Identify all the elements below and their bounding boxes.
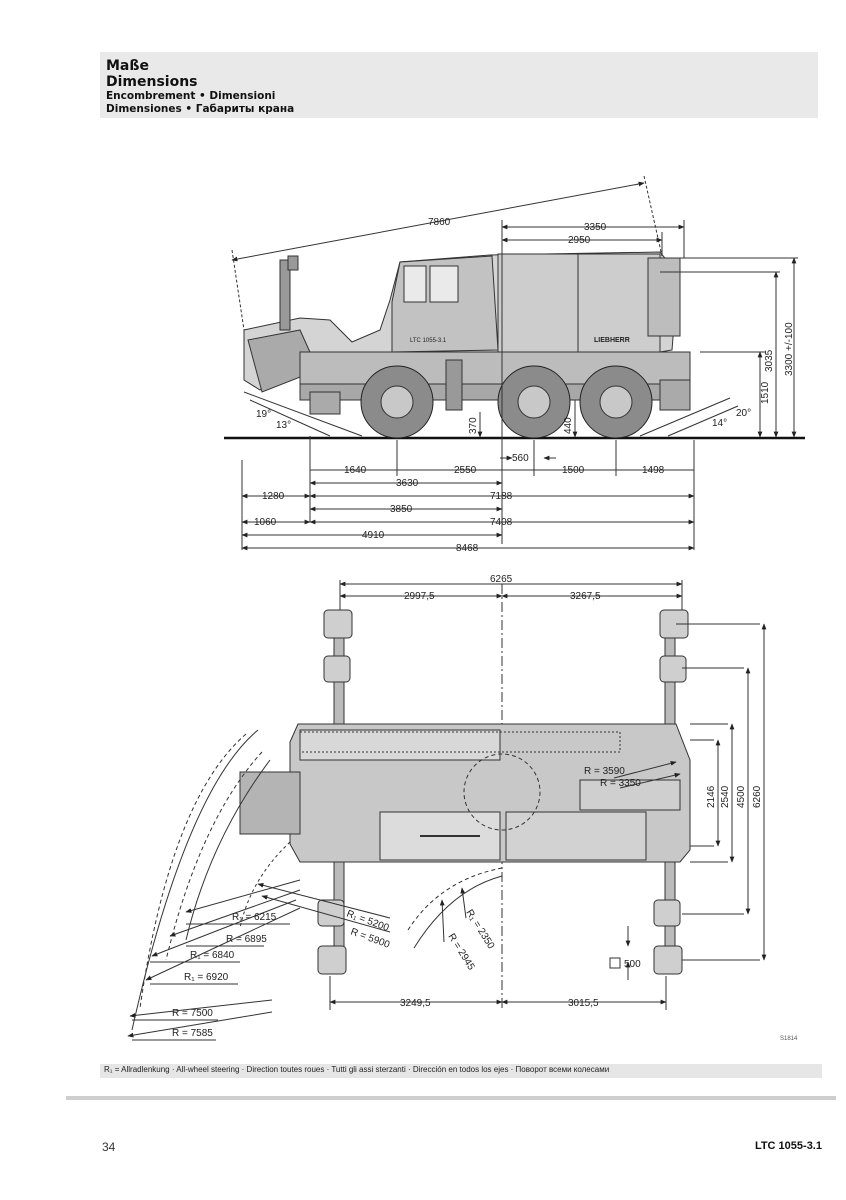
- dim-2146: 2146: [706, 785, 717, 808]
- dim-1280: 1280: [262, 491, 285, 502]
- dim-1498: 1498: [642, 465, 665, 476]
- footer-rule: [66, 1096, 836, 1100]
- angle-19: 19°: [256, 409, 271, 420]
- dim-2950: 2950: [568, 235, 591, 246]
- dim-3630: 3630: [396, 478, 419, 489]
- radius-2945: R = 2945: [445, 932, 476, 973]
- dim-6260: 6260: [752, 785, 763, 808]
- model-label: LTC 1055-3.1: [754, 1140, 822, 1152]
- top-view: [127, 580, 767, 1041]
- dim-3015-5: 3015,5: [568, 998, 599, 1009]
- radius-3590: R = 3590: [584, 766, 625, 777]
- pad-500: 500: [624, 959, 641, 970]
- dim-6265: 6265: [490, 574, 513, 585]
- page-number: 34: [102, 1140, 116, 1154]
- cab-model-label: LTC 1055-3.1: [410, 338, 447, 344]
- header-title-de: Maße: [106, 58, 149, 74]
- dim-3267-5: 3267,5: [570, 591, 601, 602]
- side-view-labels: 7860 3350 2950 3035 3300 +/-100 1510 19°…: [254, 217, 795, 554]
- steering-legend: R₁ = Allradlenkung · All-wheel steering …: [104, 1065, 610, 1074]
- dim-4910: 4910: [362, 530, 385, 541]
- dim-1060: 1060: [254, 517, 277, 528]
- side-view: LTC 1055-3.1 LIEBHERR: [224, 175, 805, 551]
- dim-560: 560: [512, 453, 529, 464]
- header-bar: [100, 52, 818, 118]
- radius1-6920: R₁ = 6920: [184, 972, 229, 983]
- dim-3249-5: 3249,5: [400, 998, 431, 1009]
- legend-bar: [100, 1064, 822, 1078]
- dim-7188: 7188: [490, 491, 513, 502]
- dim-2550: 2550: [454, 465, 477, 476]
- angle-14: 14°: [712, 418, 727, 429]
- radius-6895: R = 6895: [226, 934, 267, 945]
- dim-2540: 2540: [720, 785, 731, 808]
- dim-7860: 7860: [428, 217, 451, 228]
- dim-3350: 3350: [584, 222, 607, 233]
- radius-7585: R = 7585: [172, 1028, 213, 1039]
- dim-3300: 3300 +/-100: [784, 322, 795, 376]
- dim-370: 370: [468, 417, 479, 434]
- header-title-en: Dimensions: [106, 74, 198, 90]
- dim-1510: 1510: [760, 381, 771, 404]
- dim-4500: 4500: [736, 785, 747, 808]
- dim-7408: 7408: [490, 517, 513, 528]
- radius1-2350: R₁ = 2350: [463, 908, 496, 952]
- dim-3035: 3035: [764, 349, 775, 372]
- dim-440: 440: [563, 417, 574, 434]
- dim-8468: 8468: [456, 543, 479, 554]
- dim-3850: 3850: [390, 504, 413, 515]
- header-title-es-ru: Dimensiones • Габариты крана: [106, 103, 295, 115]
- dim-2997-5: 2997,5: [404, 591, 435, 602]
- radius1-6215: R₁ = 6215: [232, 912, 277, 923]
- angle-20: 20°: [736, 408, 751, 419]
- brand-label: LIEBHERR: [594, 337, 630, 344]
- drawing-code: S1814: [780, 1036, 798, 1042]
- dim-1640: 1640: [344, 465, 367, 476]
- angle-13: 13°: [276, 420, 291, 431]
- page-header: Maße Dimensions Encombrement • Dimension…: [106, 58, 294, 116]
- radius-7500: R = 7500: [172, 1008, 213, 1019]
- crane-side-silhouette: [243, 251, 691, 439]
- header-title-fr-it: Encombrement • Dimensioni: [106, 90, 276, 102]
- crane-top-silhouette: [239, 723, 691, 863]
- radius-3350: R = 3350: [600, 778, 641, 789]
- dim-1500: 1500: [562, 465, 585, 476]
- radius1-6840: R₁ = 6840: [190, 950, 235, 961]
